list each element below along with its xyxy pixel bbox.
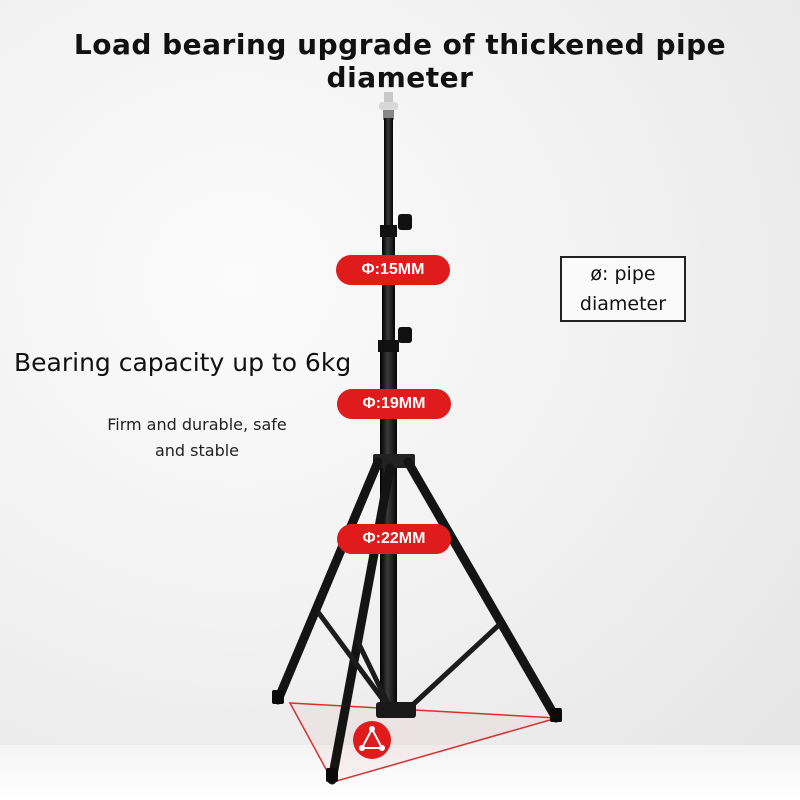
column-middle xyxy=(382,237,395,345)
brace-front xyxy=(354,638,395,714)
durability-text: Firm and durable, safe and stable xyxy=(82,412,312,464)
floor-triangle xyxy=(288,702,558,783)
floor xyxy=(0,745,800,800)
headline: Load bearing upgrade of thickened pipe d… xyxy=(73,28,727,94)
knob-1 xyxy=(398,214,412,230)
top-spigot xyxy=(379,92,398,120)
brace-left xyxy=(315,610,395,714)
diameter-badge-19mm: Φ:19MM xyxy=(337,389,451,419)
column-top xyxy=(384,118,393,230)
diameter-badge-22mm: Φ:22MM xyxy=(337,524,451,554)
bottom-hub xyxy=(376,702,416,718)
leg-right xyxy=(403,457,561,723)
legend-line-1: ø: pipe xyxy=(590,263,656,285)
durability-line-1: Firm and durable, safe xyxy=(107,415,287,434)
triangle-stability-icon xyxy=(353,721,391,759)
legend-line-2: diameter xyxy=(579,293,667,315)
durability-line-2: and stable xyxy=(154,441,240,460)
leg-front xyxy=(327,463,395,785)
diameter-badge-15mm: Φ:15MM xyxy=(336,255,450,285)
leg-left xyxy=(273,457,383,705)
knob-2 xyxy=(398,327,412,343)
diameter-legend-box: ø: pipe diameter xyxy=(560,256,686,322)
bearing-capacity-text: Bearing capacity up to 6kg xyxy=(14,348,352,377)
brace-right xyxy=(403,622,502,714)
